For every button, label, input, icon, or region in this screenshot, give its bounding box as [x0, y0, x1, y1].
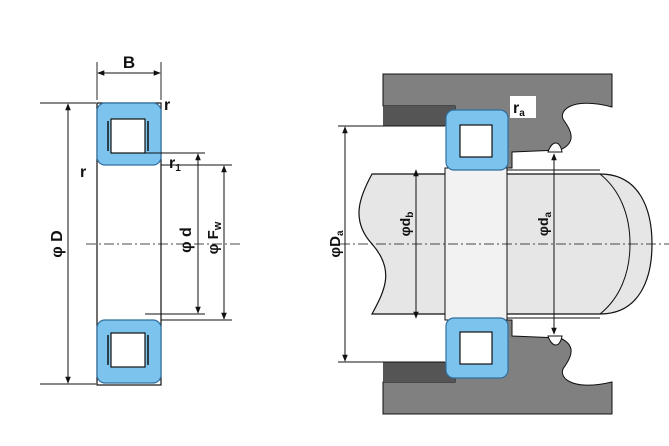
corner-r-side-label: r: [80, 164, 86, 181]
fw-diameter-main: φ F: [205, 230, 222, 254]
right-top-ring: [445, 109, 509, 171]
bottom-roller: [110, 332, 146, 368]
housing-bottom-band: [383, 362, 455, 382]
fw-diameter-sub: w: [212, 221, 224, 231]
right-bottom-roller: [459, 331, 493, 365]
right-top-roller: [459, 124, 493, 158]
left-bearing-section: B φ D φ d φ Fw r r r1: [40, 53, 240, 386]
top-ring: [96, 102, 162, 166]
shoulder-da-label: φda: [535, 211, 554, 236]
corner-r1-label: r1: [169, 155, 181, 174]
right-mounting-section: φDa φdb φda ra: [327, 73, 669, 415]
fillet-label: ra: [513, 100, 525, 119]
bottom-ring: [96, 319, 162, 384]
width-label: B: [123, 53, 135, 72]
corner-r-label: r: [164, 97, 170, 114]
fillet-label-box: [510, 96, 536, 118]
housing-diameter-label: φDa: [327, 230, 346, 258]
right-bottom-ring: [445, 317, 509, 379]
outer-diameter-label: φ D: [49, 230, 66, 257]
housing-top-band: [383, 106, 455, 126]
shoulder-db-label: φdb: [397, 212, 416, 237]
fw-diameter-label: φ Fw: [205, 221, 224, 254]
top-roller: [110, 118, 146, 154]
bore-diameter-label: φ d: [178, 227, 195, 253]
